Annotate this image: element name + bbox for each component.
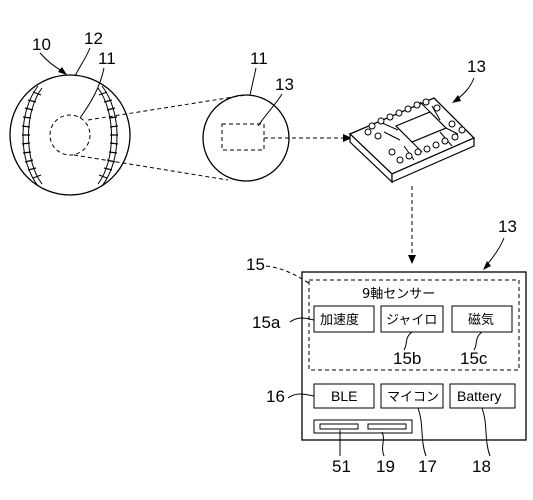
ref-module-top: 13 [467,57,486,76]
ref-mcu: 17 [418,457,437,476]
module-pads [364,98,466,164]
projection-line-bottom [73,154,229,181]
mag-label: 磁気 [468,312,494,328]
ref-ball-surface: 12 [84,29,103,48]
ref-module-block: 13 [498,217,517,236]
ref-battery: 18 [472,457,491,476]
ref-module-in-circle: 13 [275,75,294,94]
sensor-module-3d [348,97,476,184]
sensor-group-title: 9軸センサー [362,287,435,302]
ble-label: BLE [331,388,357,404]
sensor-group [308,279,520,371]
ref-connector: 19 [376,457,395,476]
ref-gyro: 15b [393,349,421,368]
ref-magnified: 11 [250,49,268,68]
left-seam [22,85,39,187]
ref-accel: 15a [252,313,281,332]
mcu-box [380,383,444,409]
module-outline-dashed [221,123,265,151]
baseball-outline [9,74,131,196]
sensor-area-dashed [49,114,91,156]
module-block [301,271,527,441]
accel-box [313,305,375,333]
magnified-circle [202,94,290,182]
ref-sensor-area: 11 [98,49,116,68]
gyro-label: ジャイロ [386,313,437,328]
projection-line-top [87,94,247,121]
left-seam-stitches [21,91,42,179]
ref-sensor-group: 15 [246,255,265,274]
ref-slot: 51 [332,457,351,476]
right-seam [101,85,118,187]
right-seam-stitches [98,91,119,179]
slot-left [319,423,359,430]
accel-label: 加速度 [320,312,359,328]
magnified-view [202,94,290,182]
ref-ble: 16 [266,387,285,406]
module-chip [394,111,448,143]
ref-mag: 15c [460,349,488,368]
mcu-label: マイコン [387,390,439,405]
ref-ball: 10 [32,35,51,54]
battery-label: Battery [457,388,501,404]
slot-right [367,423,407,430]
baseball [9,74,131,196]
connector [313,419,413,434]
